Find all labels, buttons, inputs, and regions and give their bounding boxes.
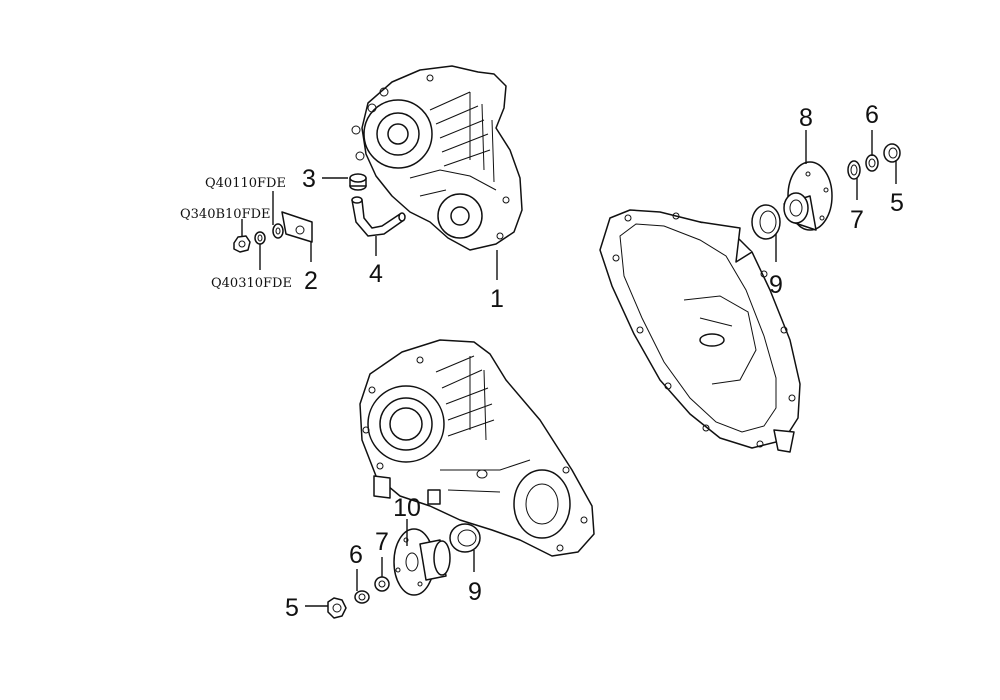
washer-7-bottom-part: [374, 576, 390, 592]
bracket-part: [281, 211, 313, 243]
label-2: 2: [304, 267, 318, 295]
label-5-top: 5: [890, 189, 904, 217]
label-9-bottom: 9: [468, 578, 482, 606]
o-ring-6-bottom-part: [354, 590, 370, 604]
code-q40110fde: Q40110FDE: [205, 176, 286, 191]
rear-case-half-part: [599, 209, 801, 453]
label-7-top: 7: [850, 206, 864, 234]
code-q40310fde: Q40310FDE: [211, 276, 292, 291]
label-6-top: 6: [865, 101, 879, 129]
label-7-bottom: 7: [375, 528, 389, 556]
flange-nut-5-top-part: [883, 143, 901, 163]
plug-part: [349, 173, 367, 191]
label-4: 4: [369, 260, 383, 288]
vent-hose-part: [351, 196, 406, 237]
transfer-case-assembly-part: [351, 65, 523, 251]
oil-seal-bottom-part: [449, 523, 481, 553]
washer-q40110fde-part: [272, 223, 284, 239]
label-6-bottom: 6: [349, 541, 363, 569]
flange-nut-5-bottom-part: [327, 597, 347, 619]
label-1: 1: [490, 285, 504, 313]
label-10: 10: [393, 494, 421, 522]
o-ring-6-top-part: [865, 154, 879, 172]
companion-flange-top-part: [783, 161, 833, 231]
nut-q340b10fde-part: [233, 235, 251, 253]
washer-q40310fde-part: [254, 231, 266, 245]
washer-7-top-part: [847, 160, 861, 180]
code-q340b10fde: Q340B10FDE: [180, 207, 271, 222]
front-case-half-part: [359, 339, 595, 557]
label-8: 8: [799, 104, 813, 132]
companion-flange-bottom-part: [393, 528, 451, 596]
label-5-bottom: 5: [285, 594, 299, 622]
oil-seal-top-part: [751, 204, 781, 240]
label-9-top: 9: [769, 271, 783, 299]
label-3: 3: [302, 165, 316, 193]
